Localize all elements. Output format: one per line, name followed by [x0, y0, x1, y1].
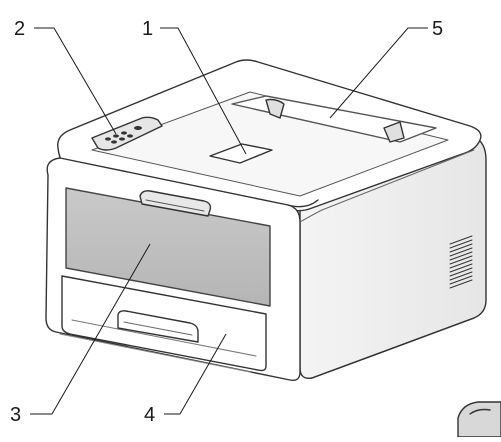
printer-right-side	[299, 136, 487, 379]
callout-label-1: 1	[142, 18, 153, 40]
callout-label-3: 3	[10, 404, 21, 426]
partial-object	[457, 401, 501, 438]
output-tray-flap	[209, 143, 273, 164]
control-panel	[91, 116, 163, 151]
callout-label-5: 5	[432, 18, 443, 40]
callout-line-4	[164, 333, 227, 415]
callout-line-3	[30, 243, 151, 415]
paper-tray-handle	[117, 310, 199, 343]
callout-line-2	[34, 27, 117, 135]
callout-label-4: 4	[144, 404, 155, 426]
callout-line-1	[160, 27, 247, 155]
top-recess	[91, 91, 449, 197]
front-cover-handle	[139, 190, 212, 217]
callout-lines	[30, 27, 428, 415]
control-panel-buttons	[105, 126, 142, 144]
callout-label-2: 2	[14, 18, 25, 40]
vent-grille	[449, 235, 473, 289]
callout-line-5	[329, 27, 428, 119]
